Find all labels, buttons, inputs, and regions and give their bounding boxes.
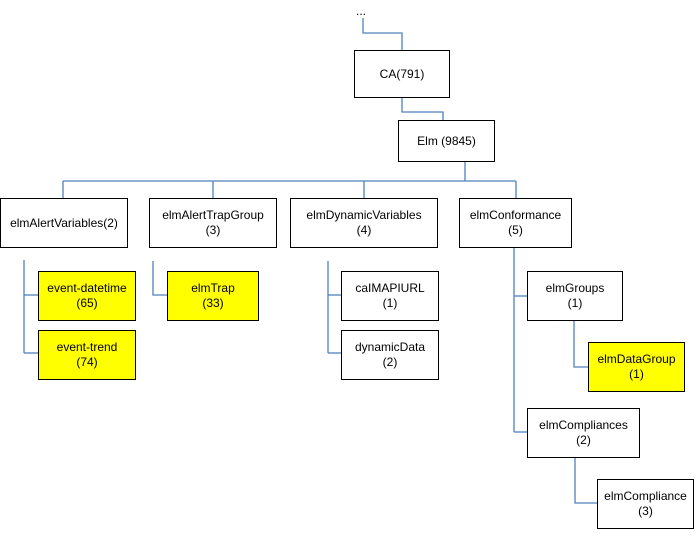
node-elm-compliances: elmCompliances (2) xyxy=(527,408,640,458)
node-elm-alert-trap-group-label: elmAlertTrapGroup xyxy=(162,208,264,222)
node-elm: Elm (9845) xyxy=(398,120,495,162)
node-elm-alert-trap-group: elmAlertTrapGroup (3) xyxy=(149,198,277,248)
node-event-trend: event-trend (74) xyxy=(38,330,136,380)
node-elm-conformance: elmConformance (5) xyxy=(459,198,572,248)
node-ca-imapiurl-label: caIMAPIURL xyxy=(355,281,425,295)
connector-trapgroup-child xyxy=(152,261,167,296)
node-elm-trap-label: elmTrap xyxy=(191,281,235,295)
node-dynamic-data: dynamicData (2) xyxy=(341,330,439,380)
connector-ca-elm xyxy=(401,98,444,120)
node-elm-alert-variables: elmAlertVariables(2) xyxy=(0,198,128,248)
node-elm-compliance: elmCompliance (3) xyxy=(597,479,694,529)
node-elm-conformance-label: elmConformance xyxy=(469,208,562,222)
node-dynamic-data-label: dynamicData xyxy=(354,340,426,354)
ellipsis-marker: ... xyxy=(356,4,367,18)
node-elm-alert-variables-label: elmAlertVariables(2) xyxy=(10,215,118,230)
node-elm-data-group-oid: (1) xyxy=(629,367,644,381)
node-ca: CA(791) xyxy=(354,50,450,98)
connector-top-ca xyxy=(362,18,403,50)
node-elm-groups: elmGroups (1) xyxy=(527,271,623,321)
node-elm-conformance-oid: (5) xyxy=(508,223,523,237)
node-event-datetime-label: event-datetime xyxy=(47,281,127,295)
node-event-datetime-oid: (65) xyxy=(76,296,98,310)
node-elm-compliances-oid: (2) xyxy=(576,433,591,447)
connector-compliances-child xyxy=(574,457,597,504)
node-elm-data-group-label: elmDataGroup xyxy=(597,352,676,366)
node-elm-alert-trap-group-oid: (3) xyxy=(205,223,221,237)
node-elm-groups-oid: (1) xyxy=(567,296,583,310)
node-event-trend-label: event-trend xyxy=(56,340,118,354)
connector-groups-child xyxy=(573,320,588,368)
node-ca-imapiurl-oid: (1) xyxy=(382,296,398,310)
node-elm-compliance-label: elmCompliance xyxy=(604,489,687,503)
node-ca-imapiurl: caIMAPIURL (1) xyxy=(341,271,439,321)
node-event-trend-oid: (74) xyxy=(76,355,98,369)
node-event-datetime: event-datetime (65) xyxy=(38,271,136,321)
node-elm-data-group: elmDataGroup (1) xyxy=(588,342,685,392)
node-ca-label: CA(791) xyxy=(379,66,425,81)
node-elm-label: Elm (9845) xyxy=(417,133,476,148)
node-elm-compliances-label: elmCompliances xyxy=(539,418,628,432)
node-elm-trap-oid: (33) xyxy=(202,296,224,310)
node-elm-groups-label: elmGroups xyxy=(545,281,605,295)
node-elm-dynamic-variables: elmDynamicVariables (4) xyxy=(290,198,438,248)
node-elm-compliance-oid: (3) xyxy=(638,504,653,518)
node-elm-trap: elmTrap (33) xyxy=(167,271,259,321)
node-elm-dynamic-variables-oid: (4) xyxy=(356,223,372,237)
node-elm-dynamic-variables-label: elmDynamicVariables xyxy=(306,208,422,222)
node-dynamic-data-oid: (2) xyxy=(382,355,398,369)
